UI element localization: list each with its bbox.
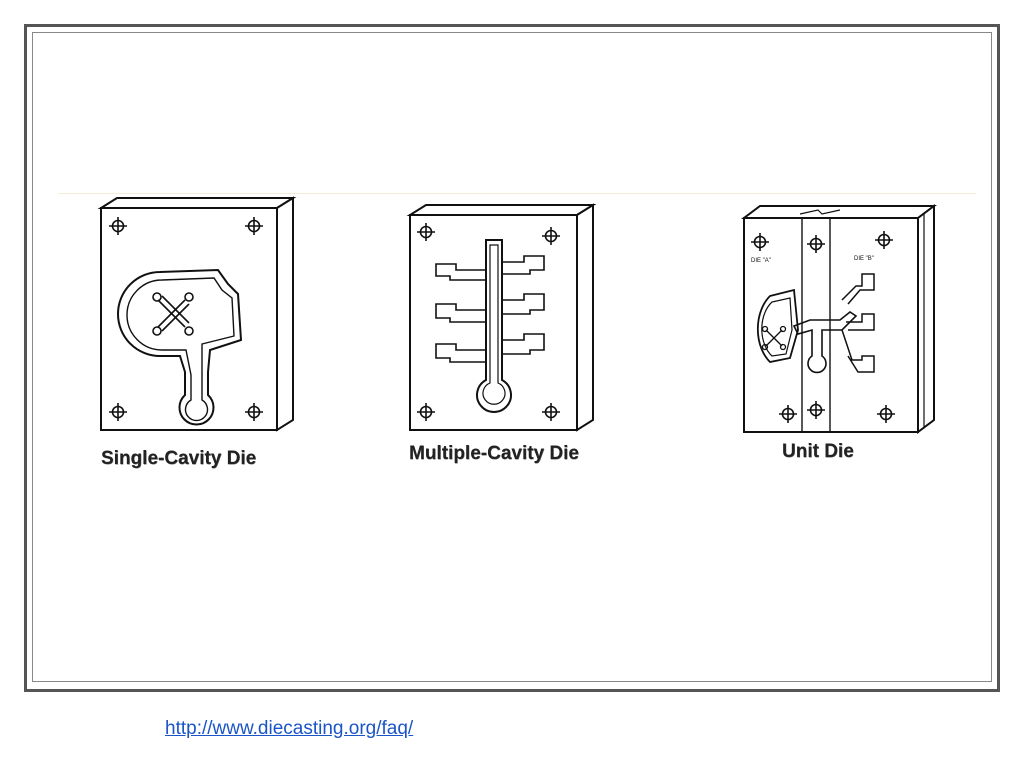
die-a-label: DIE "A" [751,258,771,264]
multiple-cavity-die [406,203,597,432]
decorative-rule [58,193,976,194]
multiple-cavity-caption: Multiple-Cavity Die [409,443,579,464]
die-b-label: DIE "B" [854,256,874,262]
unit-die: DIE "A" DIE "B" [741,204,937,434]
single-cavity-caption: Single-Cavity Die [101,448,257,469]
source-link[interactable]: http://www.diecasting.org/faq/ [165,718,414,739]
slide-frame-inner [32,32,992,682]
single-cavity-die [97,196,297,432]
unit-die-caption: Unit Die [782,441,854,462]
